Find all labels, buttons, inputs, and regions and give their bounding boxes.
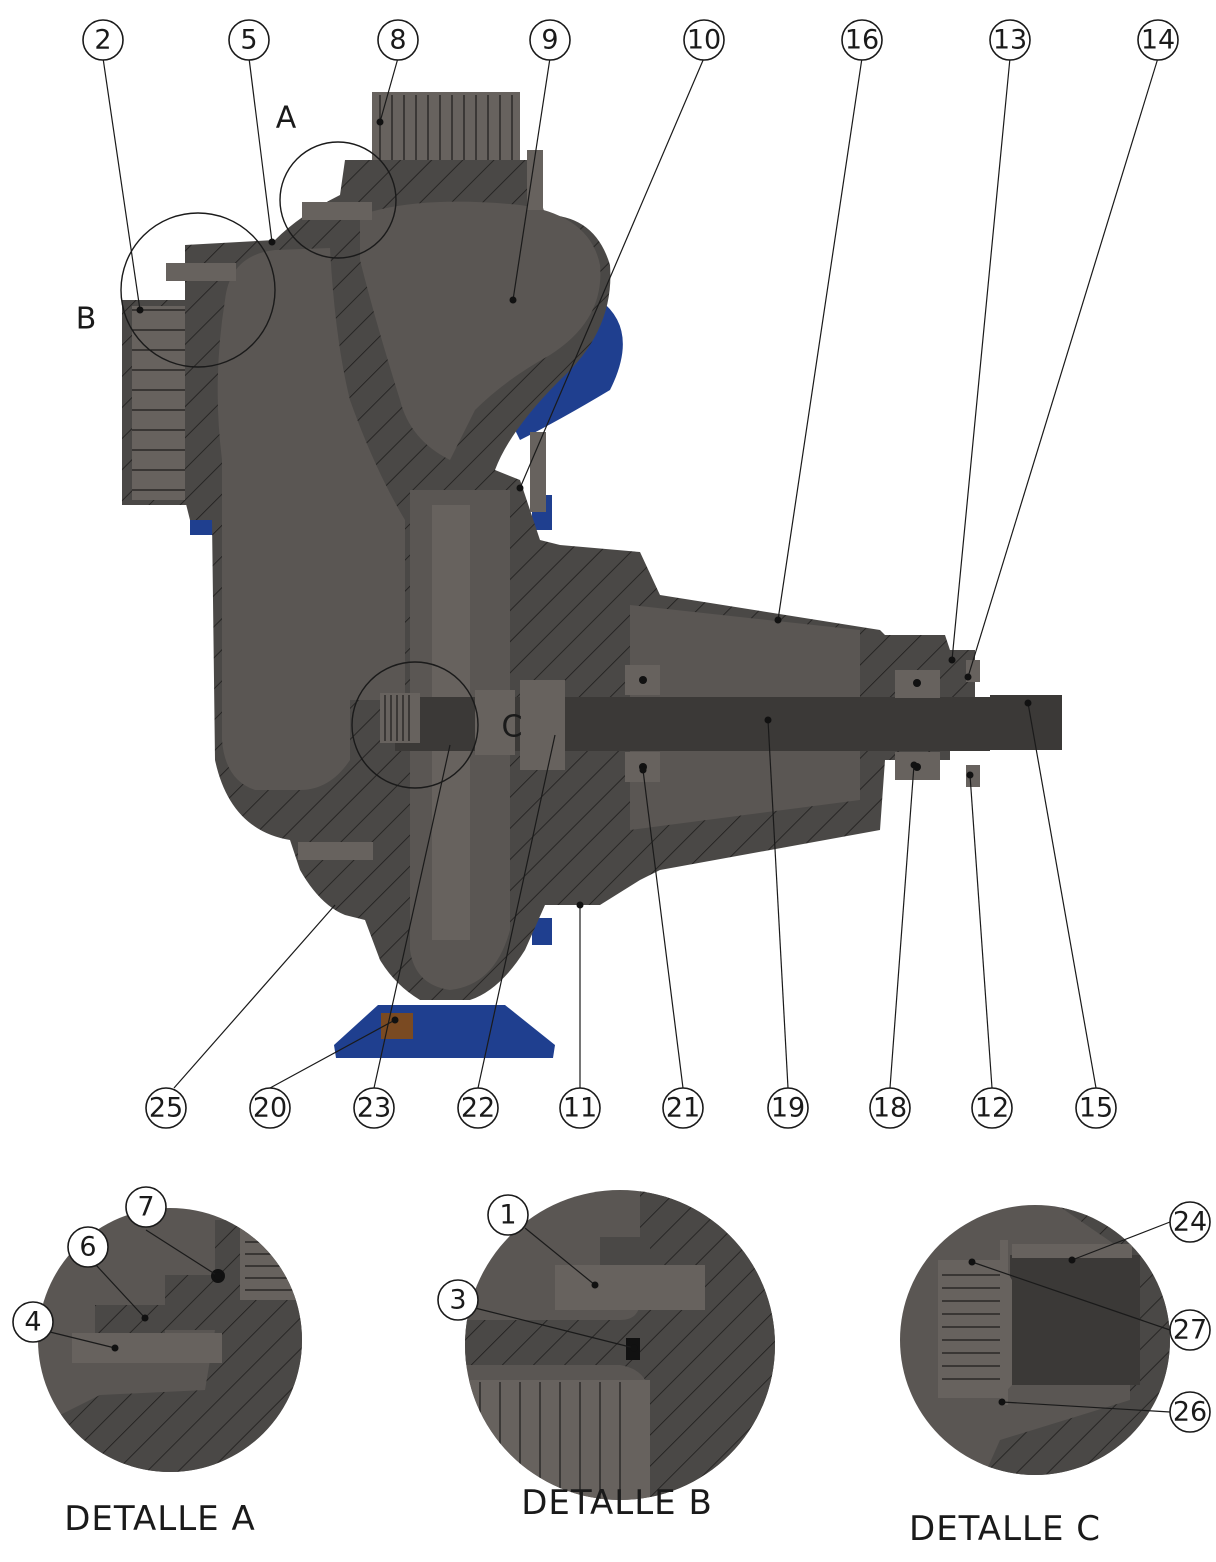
balloon-20: 20 <box>249 1087 291 1129</box>
balloon-2: 2 <box>82 19 124 61</box>
svg-text:4: 4 <box>24 1307 41 1338</box>
balloon-22: 22 <box>457 1087 499 1129</box>
bolt-b <box>166 263 236 281</box>
svg-text:22: 22 <box>461 1093 495 1124</box>
detail-b: 1 3 DETALLE B <box>437 1190 775 1523</box>
bolt-d <box>530 432 546 512</box>
svg-text:12: 12 <box>975 1093 1009 1124</box>
svg-text:27: 27 <box>1173 1315 1207 1346</box>
balloon-6: 6 <box>67 1226 109 1268</box>
svg-text:23: 23 <box>357 1093 391 1124</box>
balloon-12: 12 <box>971 1087 1013 1129</box>
detail-b-circle <box>120 212 276 368</box>
balloon-26: 26 <box>1169 1391 1211 1433</box>
balloons-bottom-row: 25 20 23 22 11 21 19 18 12 15 <box>145 1087 1117 1129</box>
balloon-3: 3 <box>437 1279 479 1321</box>
svg-text:13: 13 <box>993 25 1027 56</box>
svg-text:26: 26 <box>1173 1397 1207 1428</box>
balloons-top-row: 2 5 8 9 10 16 13 14 <box>82 19 1179 61</box>
detail-a: 7 6 4 DETALLE A <box>12 1186 302 1539</box>
priming-chamber <box>360 201 601 460</box>
detail-c-circle <box>351 661 479 789</box>
detail-c-caption: DETALLE C <box>909 1509 1101 1549</box>
balloon-5: 5 <box>228 19 270 61</box>
svg-text:1: 1 <box>499 1200 516 1231</box>
shaft-nut <box>380 693 420 743</box>
detail-b-caption: DETALLE B <box>521 1483 713 1523</box>
detail-b-callout: B <box>76 302 97 337</box>
pump-chamber <box>217 248 405 790</box>
balloon-27: 27 <box>1169 1309 1211 1351</box>
detail-a-callout: A <box>276 101 297 136</box>
leaders-bottom <box>173 699 1097 1089</box>
svg-text:6: 6 <box>79 1232 96 1263</box>
svg-text:20: 20 <box>253 1093 287 1124</box>
balloon-24: 24 <box>1169 1201 1211 1243</box>
svg-text:24: 24 <box>1173 1207 1207 1238</box>
bolt-e <box>527 150 543 210</box>
svg-text:7: 7 <box>137 1192 154 1223</box>
svg-text:14: 14 <box>1141 25 1175 56</box>
balloon-16: 16 <box>841 19 883 61</box>
svg-text:2: 2 <box>94 25 111 56</box>
svg-text:10: 10 <box>687 25 721 56</box>
detail-c-callout: C <box>502 710 523 745</box>
blue-coating-low <box>532 918 552 945</box>
svg-text:25: 25 <box>149 1093 183 1124</box>
svg-text:9: 9 <box>541 25 558 56</box>
svg-text:3: 3 <box>449 1285 466 1316</box>
balloon-11: 11 <box>559 1087 601 1129</box>
svg-text:19: 19 <box>771 1093 805 1124</box>
detail-a-caption: DETALLE A <box>64 1499 255 1539</box>
bolt-a <box>302 202 372 220</box>
balloon-13: 13 <box>989 19 1031 61</box>
seal-hex-nut <box>475 690 515 755</box>
detail-a-circle <box>279 141 397 259</box>
svg-text:11: 11 <box>563 1093 597 1124</box>
balloon-4: 4 <box>12 1301 54 1343</box>
balloon-25: 25 <box>145 1087 187 1129</box>
svg-text:15: 15 <box>1079 1093 1113 1124</box>
balloon-1: 1 <box>487 1194 529 1236</box>
detail-c: 24 27 26 DETALLE C <box>900 1201 1211 1549</box>
svg-text:18: 18 <box>873 1093 907 1124</box>
svg-text:5: 5 <box>240 25 257 56</box>
balloon-7: 7 <box>125 1186 167 1228</box>
balloon-9: 9 <box>529 19 571 61</box>
balloon-18: 18 <box>869 1087 911 1129</box>
balloon-10: 10 <box>683 19 725 61</box>
balloon-15: 15 <box>1075 1087 1117 1129</box>
main-section-view: A B C <box>76 92 1062 1058</box>
leaders-top <box>102 57 1159 681</box>
base-foot <box>334 1005 555 1058</box>
mechanical-seal <box>520 680 565 770</box>
balloon-8: 8 <box>377 19 419 61</box>
balloon-14: 14 <box>1137 19 1179 61</box>
balloon-19: 19 <box>767 1087 809 1129</box>
svg-text:8: 8 <box>389 25 406 56</box>
svg-text:16: 16 <box>845 25 879 56</box>
balloon-21: 21 <box>662 1087 704 1129</box>
svg-text:21: 21 <box>666 1093 700 1124</box>
bolt-c <box>298 842 373 860</box>
balloon-23: 23 <box>353 1087 395 1129</box>
